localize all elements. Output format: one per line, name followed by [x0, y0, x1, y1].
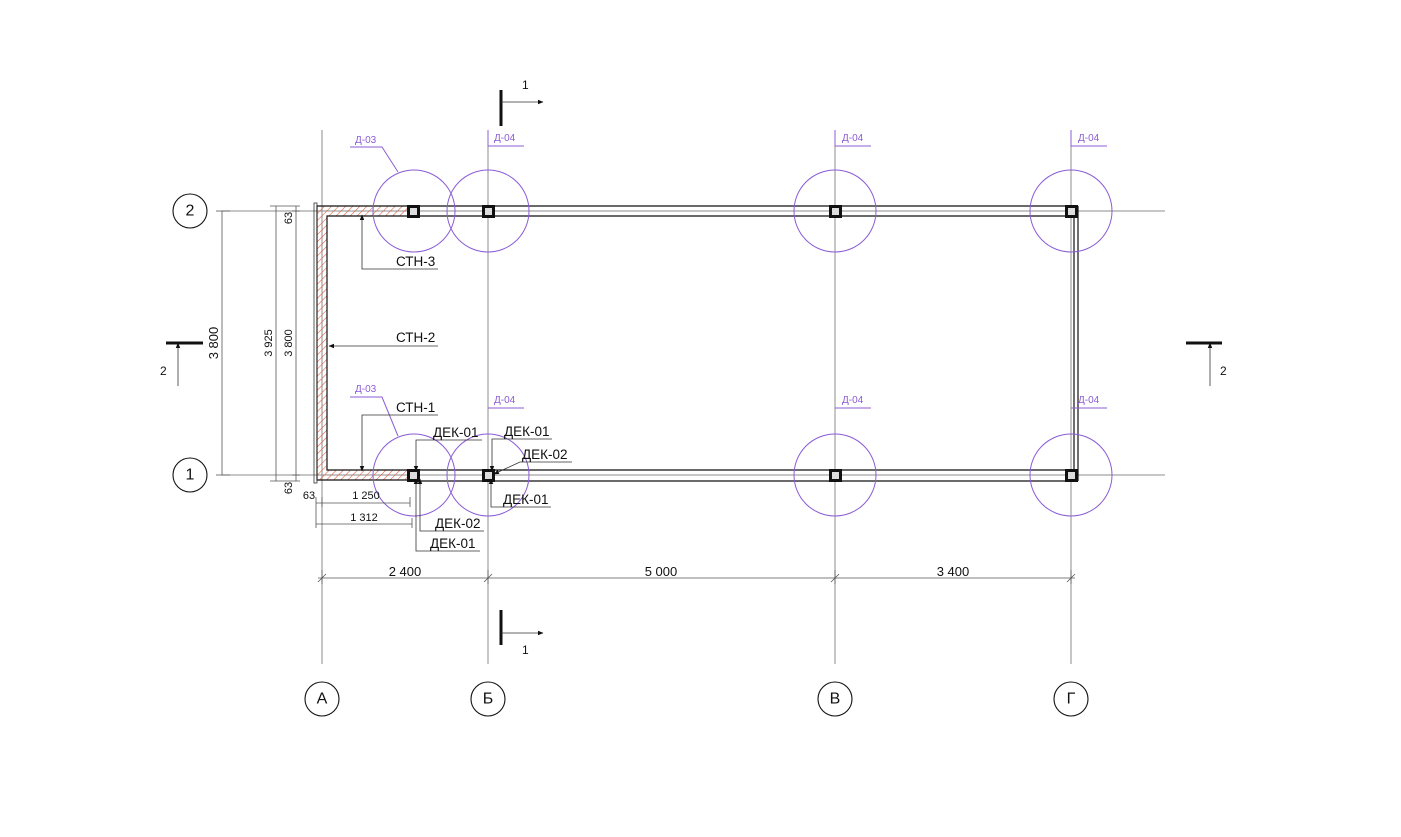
leader-dek02-a: [417, 478, 484, 532]
pile-label-bot-left: Д-03: [355, 384, 377, 395]
section-2-left-label: 2: [160, 364, 167, 378]
axis-label-2: 2: [186, 203, 195, 220]
piles: [372, 169, 1113, 517]
label-dek01-d: ДЕК-01: [430, 536, 476, 551]
dim-1312: 1 312: [350, 512, 378, 524]
column-top-b: [482, 205, 495, 218]
pile-leader-top-left: [350, 146, 399, 173]
leader-dek01-d: [413, 478, 480, 552]
pile-circle-top-g: [1029, 169, 1113, 253]
wall-sth-outer: [313, 202, 318, 484]
section-2-right-label: 2: [1220, 364, 1227, 378]
column-bot-b: [482, 469, 495, 482]
pile-label-bot-v: Д-04: [842, 395, 864, 406]
pile-circle-bot-left: [372, 433, 456, 517]
pile-circle-bot-v: [793, 433, 877, 517]
dim-span-a-b: 2 400: [389, 564, 422, 579]
column-top-left: [407, 205, 420, 218]
pile-leader-top-b: [487, 130, 524, 147]
axis-label-v: В: [830, 691, 841, 708]
leader-dek01-a: [413, 439, 482, 472]
dim-height-outer: 3 800: [206, 327, 221, 360]
leader-sth3: [359, 214, 438, 270]
wall-leaders: СТН-3 СТН-2 СТН-1: [328, 214, 438, 472]
column-bot-left: [407, 469, 420, 482]
label-dek01-b: ДЕК-01: [504, 424, 550, 439]
leader-dek02-b: [493, 461, 572, 475]
label-sth3: СТН-3: [396, 254, 435, 269]
column-top-g: [1065, 205, 1078, 218]
axis-label-a: А: [317, 691, 328, 708]
label-dek02-b: ДЕК-02: [522, 447, 568, 462]
label-dek02-a: ДЕК-02: [435, 516, 481, 531]
pile-circle-top-b: [446, 169, 530, 253]
dimension-lines: 2 400 5 000 3 400 1 250 1 312 63 3 800 3…: [206, 205, 1076, 584]
dim-1250: 1 250: [352, 490, 380, 502]
axis-bubble-a: [304, 681, 340, 717]
dim-span-b-v: 5 000: [645, 564, 678, 579]
pile-label-top-v: Д-04: [842, 133, 864, 144]
label-dek01-a: ДЕК-01: [433, 425, 479, 440]
column-bot-v: [829, 469, 842, 482]
pile-leader-bot-left: [350, 396, 399, 437]
pile-label-top-b: Д-04: [494, 133, 516, 144]
pile-circle-top-left: [372, 169, 456, 253]
axis-bubble-b: [470, 681, 506, 717]
dim-height-total: 3 925: [263, 329, 275, 357]
label-sth2: СТН-2: [396, 330, 435, 345]
grid-bubbles: А Б В Г 1 2: [172, 193, 1089, 717]
dim-offset-left: 63: [303, 490, 315, 502]
pile-label-top-left: Д-03: [355, 135, 377, 146]
column-bot-g: [1065, 469, 1078, 482]
axis-bubble-v: [817, 681, 853, 717]
pile-leader-top-g: [1070, 130, 1107, 147]
leader-dek01-b: [489, 438, 552, 472]
column-top-v: [829, 205, 842, 218]
axis-bubble-2: [172, 193, 208, 229]
pile-label-bot-b: Д-04: [494, 395, 516, 406]
pile-circle-bot-b: [446, 433, 530, 517]
axis-bubble-1: [172, 457, 208, 493]
dim-offset-top: 63: [283, 212, 295, 224]
label-sth1: СТН-1: [396, 400, 435, 415]
axis-bubble-g: [1053, 681, 1089, 717]
pile-label-bot-g: Д-04: [1078, 395, 1100, 406]
dim-offset-bottom: 63: [283, 482, 295, 494]
pile-circle-bot-g: [1029, 433, 1113, 517]
axis-label-g: Г: [1067, 691, 1076, 708]
section-1-bottom-label: 1: [522, 643, 529, 657]
label-dek01-c: ДЕК-01: [503, 492, 549, 507]
section-marks: 1 1 2 2: [160, 78, 1227, 657]
leader-dek01-c: [488, 478, 551, 508]
pile-leader-top-v: [834, 130, 871, 147]
axis-label-1: 1: [186, 467, 195, 484]
section-1-top-label: 1: [522, 78, 529, 92]
pile-label-top-g: Д-04: [1078, 133, 1100, 144]
axis-label-b: Б: [483, 691, 494, 708]
leader-sth1: [359, 414, 438, 472]
dim-height-inner: 3 800: [283, 329, 295, 357]
dim-span-v-g: 3 400: [937, 564, 970, 579]
deck-leaders: ДЕК-01 ДЕК-01 ДЕК-02 ДЕК-01 ДЕК-02 ДЕК-0…: [413, 424, 572, 552]
pile-labels: Д-03 Д-04 Д-04 Д-04 Д-03 Д-04 Д-04 Д-04: [350, 130, 1107, 437]
pile-circle-top-v: [793, 169, 877, 253]
